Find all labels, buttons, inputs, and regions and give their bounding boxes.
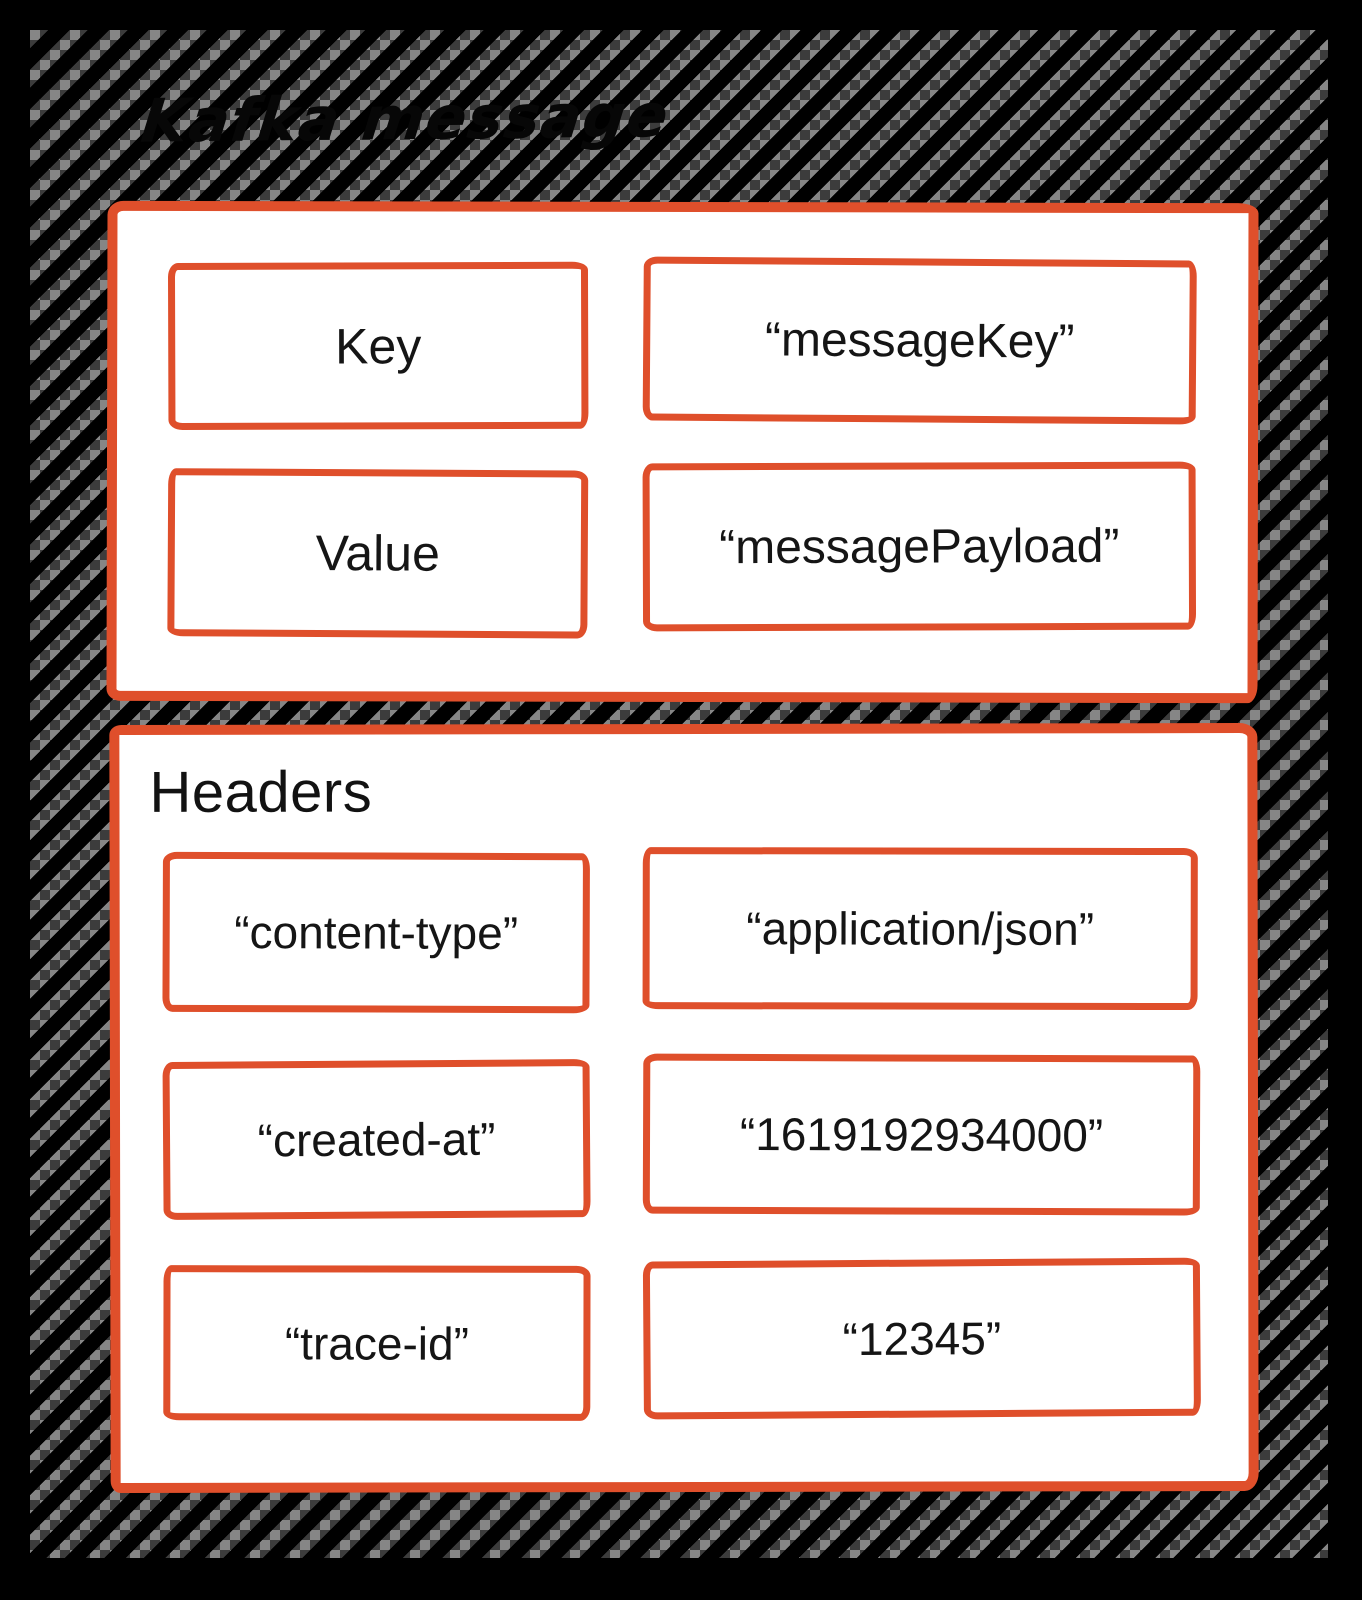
key-label-box: Key — [167, 261, 589, 431]
kafka-message-panel: Key “messageKey” Value “messagePayload” — [106, 200, 1259, 704]
header-value-created-at-box: “1619192934000” — [642, 1053, 1201, 1216]
value-value-box: “messagePayload” — [642, 461, 1197, 632]
key-value-box: “messageKey” — [642, 256, 1197, 425]
headers-panel: Headers “content-type” “application/json… — [109, 722, 1259, 1494]
headers-panel-title: Headers — [149, 759, 373, 825]
value-label-box: Value — [167, 468, 589, 639]
diagram-title: Kafka message — [137, 81, 673, 157]
header-key-trace-id-box: “trace-id” — [163, 1265, 591, 1421]
header-value-trace-id-box: “12345” — [642, 1257, 1201, 1420]
header-value-content-type-box: “application/json” — [642, 847, 1198, 1011]
header-key-created-at-box: “created-at” — [162, 1059, 591, 1221]
header-key-content-type-box: “content-type” — [162, 851, 590, 1014]
